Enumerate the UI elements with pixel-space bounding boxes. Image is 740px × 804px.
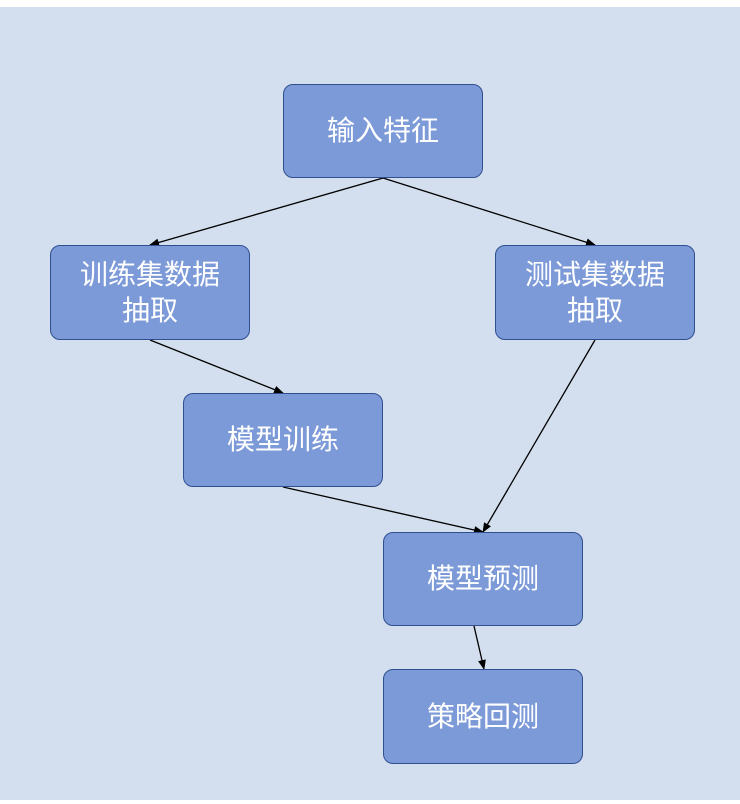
node-train-data-extract-line2: 抽取	[121, 293, 178, 327]
node-model-training: 模型训练	[183, 393, 383, 487]
node-strategy-backtest: 策略回测	[383, 669, 583, 764]
node-input-features-label: 输入特征	[326, 114, 439, 147]
node-model-training-label: 模型训练	[226, 423, 339, 456]
edge-test-to-predict	[482, 339, 596, 533]
node-test-data-extract: 测试集数据 抽取	[495, 245, 695, 340]
node-input-features: 输入特征	[283, 84, 483, 178]
node-model-prediction: 模型预测	[383, 532, 583, 626]
edge-input-to-test	[382, 177, 596, 247]
node-test-data-extract-line2: 抽取	[566, 293, 623, 327]
node-test-data-extract-line1: 测试集数据	[524, 257, 665, 291]
node-model-prediction-label: 模型预测	[426, 562, 539, 595]
edge-predict-to-backtest	[473, 625, 486, 670]
node-strategy-backtest-label: 策略回测	[426, 699, 539, 733]
node-train-data-extract-line1: 训练集数据	[79, 257, 220, 291]
edge-input-to-train	[149, 177, 384, 247]
node-train-data-extract: 训练集数据 抽取	[50, 245, 250, 340]
edge-train-to-model	[149, 339, 284, 394]
edge-model-to-predict	[282, 486, 484, 534]
